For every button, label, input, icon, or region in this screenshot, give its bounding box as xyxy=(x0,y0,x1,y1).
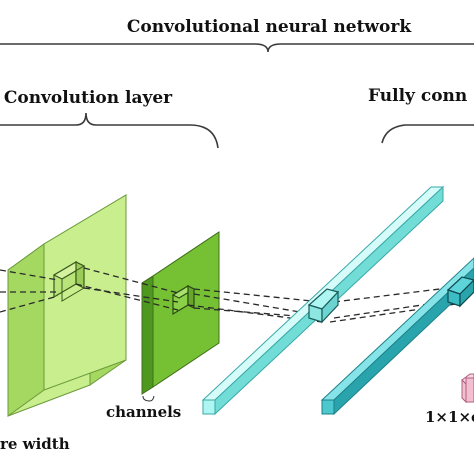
conv-feature-map-left xyxy=(141,275,154,395)
network-title: Convolutional neural network xyxy=(127,17,413,37)
fc-layer-1-face xyxy=(202,399,216,415)
conv-feature-map-face xyxy=(152,231,220,388)
fc-layer-2-face xyxy=(321,399,335,415)
conv-feature-map xyxy=(141,231,220,402)
channels-bracket xyxy=(142,395,155,402)
convolution-layer-title: Convolution layer xyxy=(4,88,173,108)
input-feature-map xyxy=(7,194,127,417)
output-dims-label: 1×1×c xyxy=(425,408,474,426)
fc-layer-2-side xyxy=(333,267,474,416)
channels-label: channels xyxy=(106,403,181,421)
fc-layer-1-neuron-side xyxy=(321,290,339,324)
input-feature-map-left xyxy=(7,243,45,417)
fc-layer-2 xyxy=(320,257,474,416)
fc-layer-1 xyxy=(201,185,445,416)
feature-width-label: re width xyxy=(0,435,70,453)
fully-connected-brace xyxy=(381,124,474,144)
output-node xyxy=(461,373,474,404)
convolution-layer-brace xyxy=(0,112,219,149)
output-node-body xyxy=(465,377,474,403)
network-brace xyxy=(0,43,474,53)
fully-connected-title: Fully conn xyxy=(368,86,467,106)
fc-layer-2-neuron-side xyxy=(459,279,474,308)
output-node-face xyxy=(461,378,467,404)
